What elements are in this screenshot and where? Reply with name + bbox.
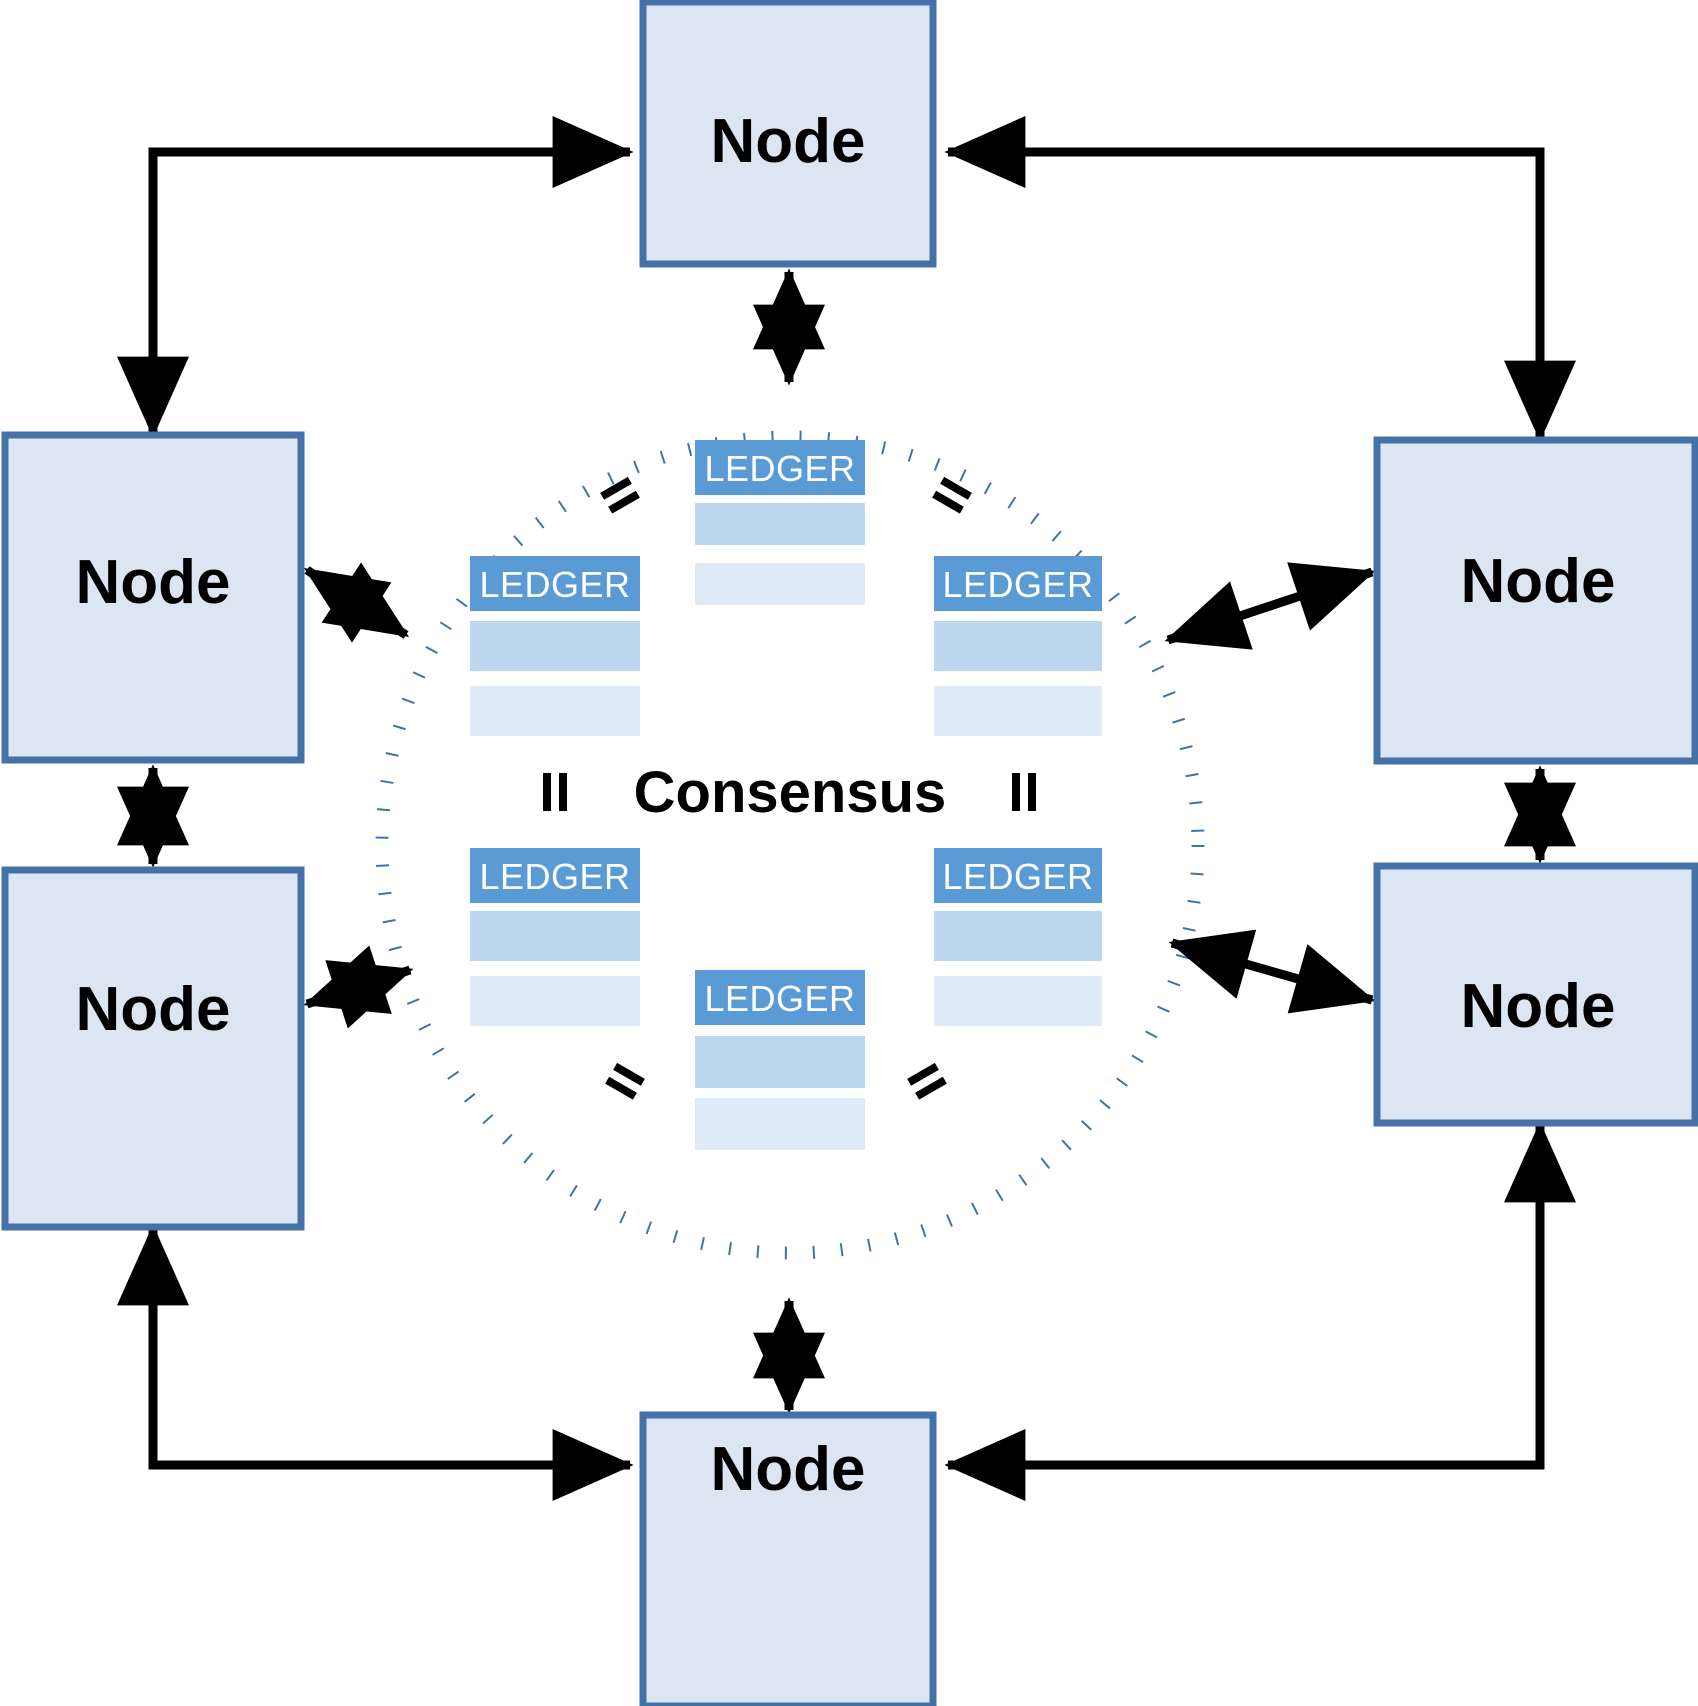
node-bottom[interactable]: Node [639,1411,937,1706]
node-bottom-box[interactable] [639,1411,937,1706]
ledger-lower-left-row-2 [470,976,640,1026]
conn-topleft-elbow [117,116,634,438]
conn-topright-elbow [944,116,1576,442]
node-left-lower[interactable]: Node [1,866,305,1231]
equals-bot-left-icon [605,1062,645,1100]
node-right-upper[interactable]: Node [1373,436,1698,765]
ledger-lower-left-row-1 [470,911,640,961]
node-top-label: Node [711,107,866,176]
equals-top-right-icon [932,476,972,514]
conn-botright-elbow [944,1121,1576,1501]
ledger-bottom[interactable]: LEDGER [695,970,865,1150]
ledger-bottom-label: LEDGER [704,978,855,1019]
ledger-upper-left-header [470,556,640,611]
node-top[interactable]: Node [639,0,937,268]
node-left-lower-box[interactable] [1,866,305,1231]
equals-bot-right-icon [907,1062,947,1100]
node-right-lower[interactable]: Node [1373,862,1698,1127]
ledger-top-row-2 [695,563,865,605]
consensus-boundary-circle [375,430,1205,1260]
equals-mid-left-icon [543,773,567,811]
equals-top-left-icon [600,476,640,514]
ledger-lower-right-label: LEDGER [942,856,1093,897]
node-right-lower-box[interactable] [1373,862,1698,1127]
ledger-top-row-1 [695,503,865,545]
consensus-label: Consensus [634,760,947,825]
node-bottom-label: Node [711,1435,866,1504]
ledger-top-label: LEDGER [704,448,855,489]
conn-leftupper-consensus [303,562,410,643]
ledger-lower-left-header [470,848,640,903]
ledger-upper-left-row-2 [470,686,640,736]
ledger-upper-left-label: LEDGER [479,564,630,605]
ledger-lower-right-header [934,848,1102,903]
node-right-upper-label: Node [1461,547,1616,616]
node-top-box[interactable] [639,0,937,268]
conn-rightupper-consensus [1164,562,1376,650]
ledger-bottom-row-1 [695,1036,865,1088]
ledger-lower-left[interactable]: LEDGER [470,848,640,1026]
node-right-lower-label: Node [1461,972,1616,1041]
ledger-upper-right[interactable]: LEDGER [934,556,1102,736]
ledger-top-header [695,440,865,495]
node-left-upper-box[interactable] [1,431,305,764]
conn-botleft-elbow [117,1224,634,1501]
equals-mid-right-icon [1012,773,1036,811]
ledger-lower-right[interactable]: LEDGER [934,848,1102,1026]
ledger-upper-left[interactable]: LEDGER [470,556,640,736]
ledger-lower-left-label: LEDGER [479,856,630,897]
ledger-upper-right-row-1 [934,621,1102,671]
ledger-upper-left-row-1 [470,621,640,671]
ledger-upper-right-label: LEDGER [942,564,1093,605]
ledger-bottom-row-2 [695,1098,865,1150]
ledger-upper-right-header [934,556,1102,611]
ledger-upper-right-row-2 [934,686,1102,736]
node-left-upper[interactable]: Node [1,431,305,764]
ledger-bottom-header [695,970,865,1025]
node-left-lower-label: Node [76,975,231,1044]
node-right-upper-box[interactable] [1373,436,1698,765]
node-left-upper-label: Node [76,548,231,617]
ledger-lower-right-row-1 [934,911,1102,961]
conn-rightlower-consensus [1168,929,1376,1014]
ledger-top[interactable]: LEDGER [695,440,865,605]
ledger-lower-right-row-2 [934,976,1102,1026]
conn-leftlower-consensus [303,945,414,1029]
